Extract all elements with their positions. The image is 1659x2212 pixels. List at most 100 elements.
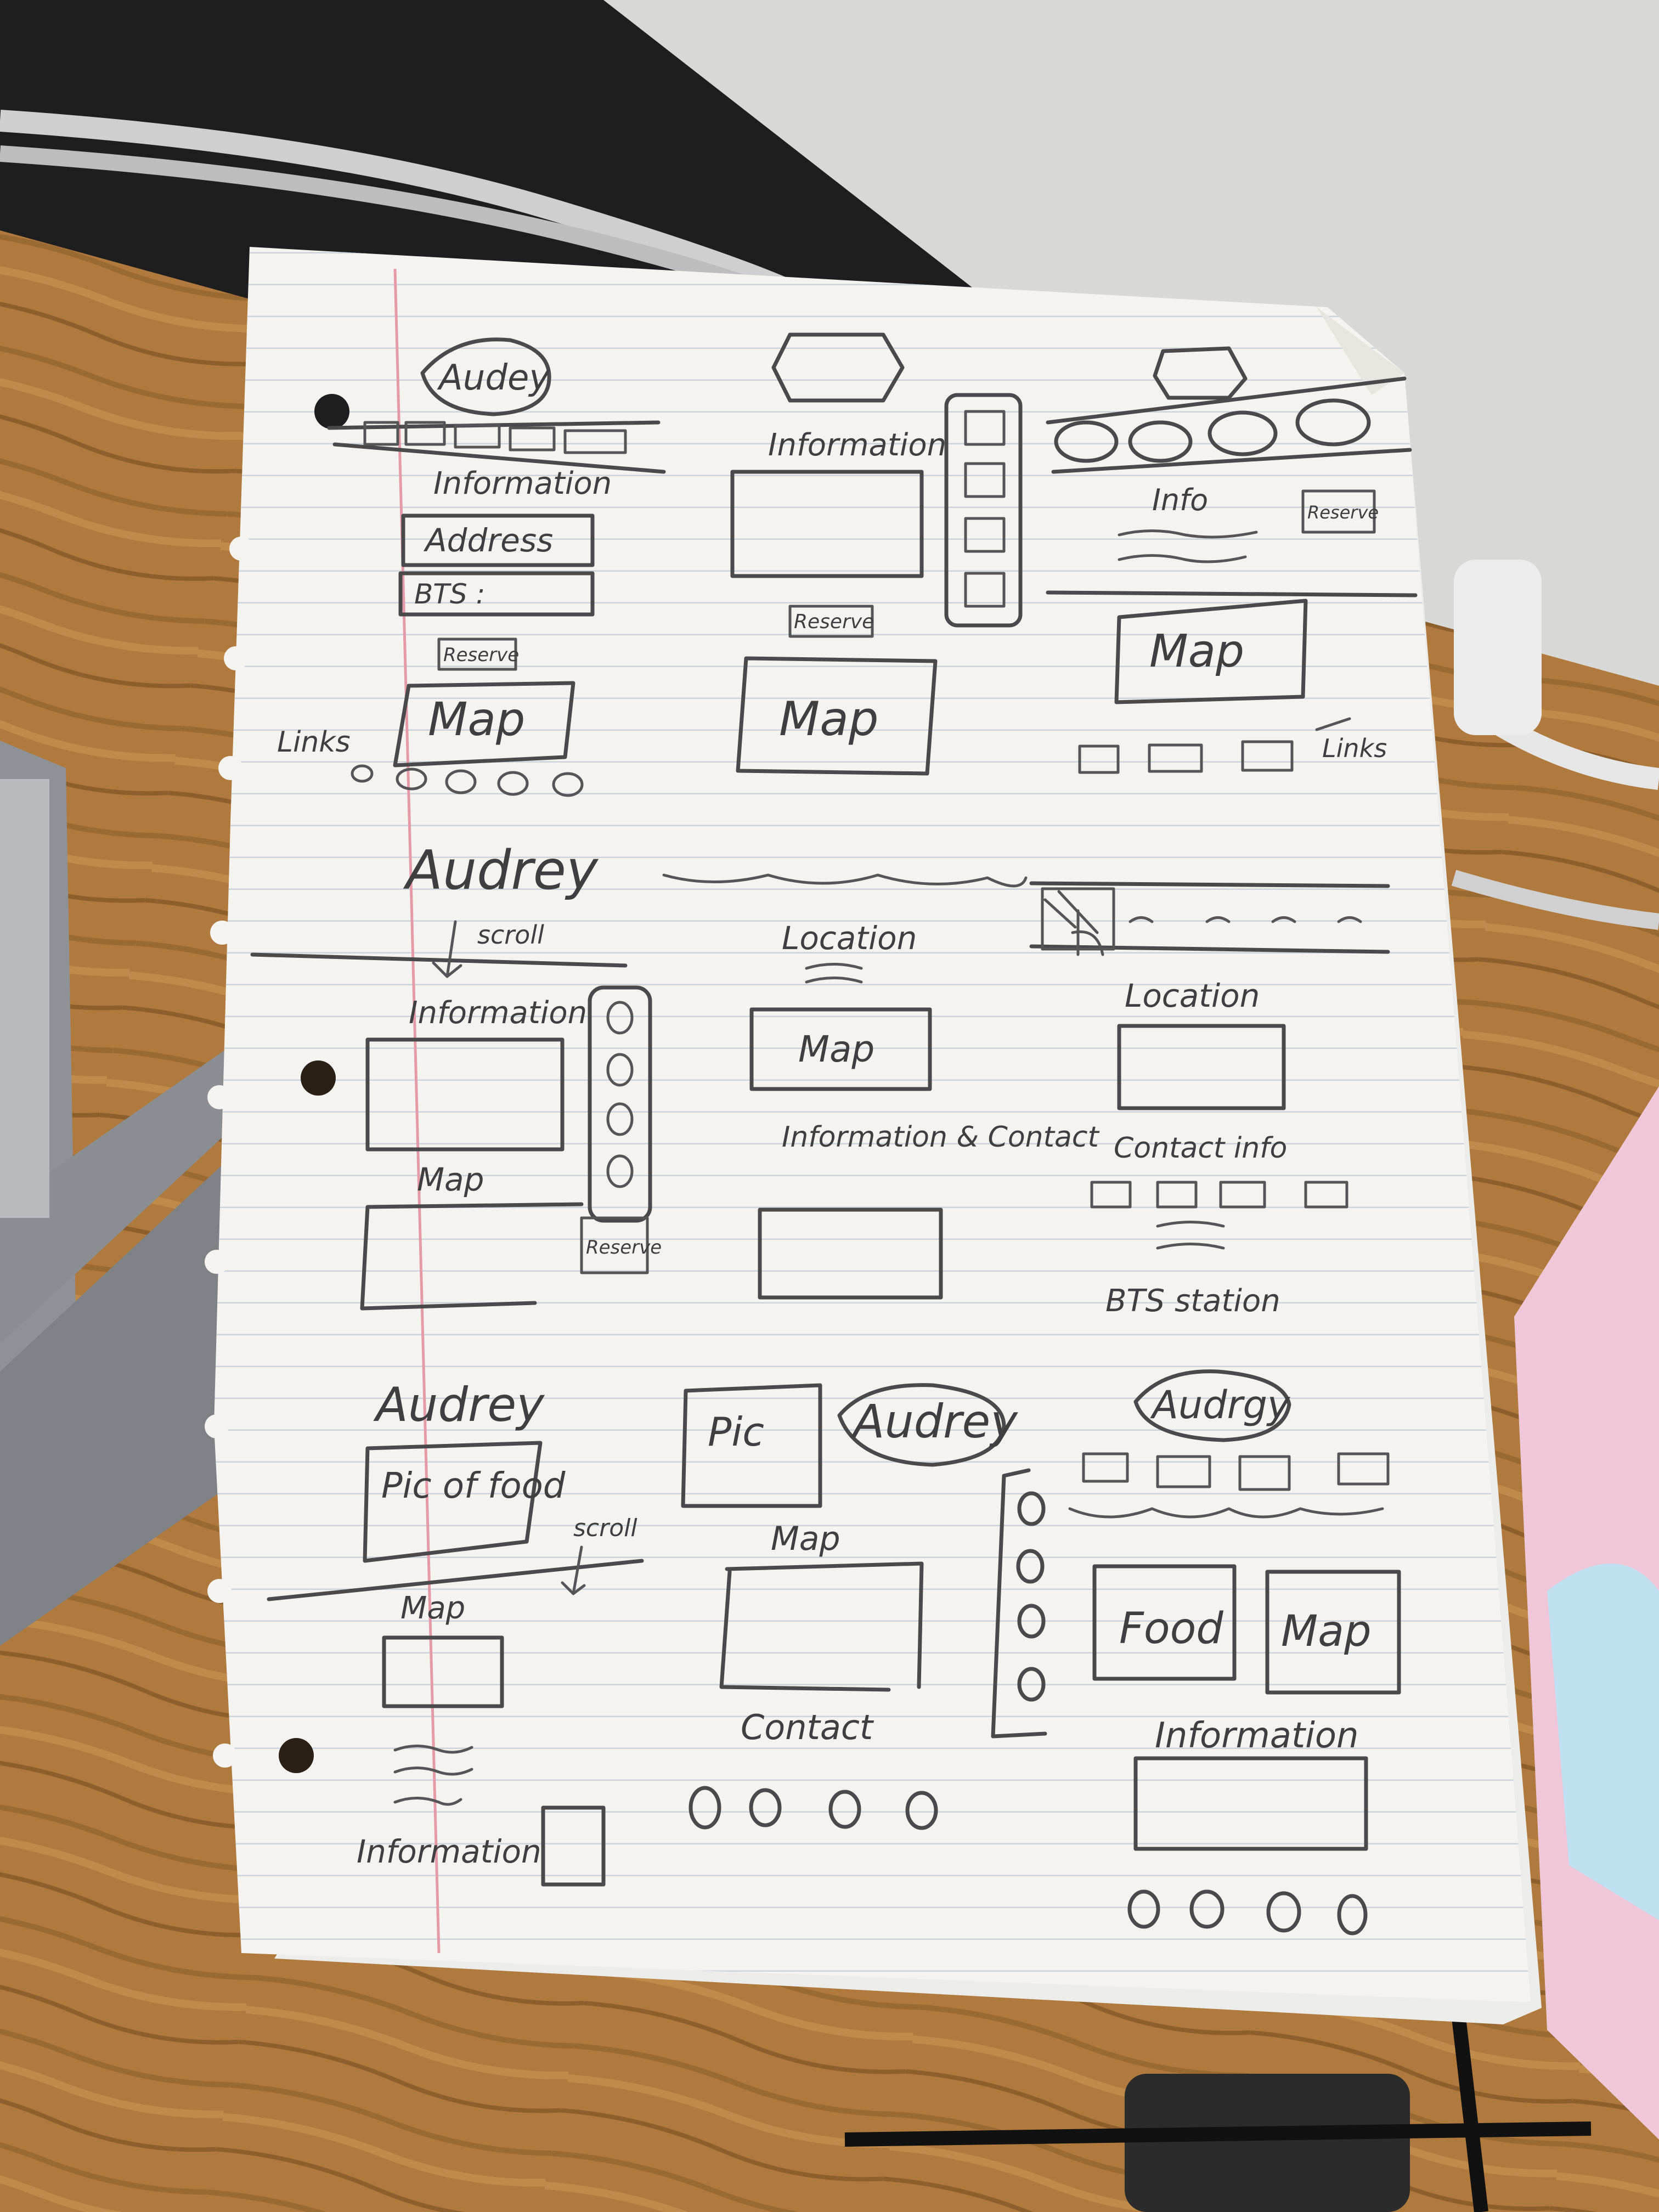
nav-tab <box>563 429 627 454</box>
sketch-4: Audrey scroll Information Map Reserve <box>360 839 662 1311</box>
reserve-button <box>580 1216 649 1274</box>
nav-circle <box>1128 420 1193 463</box>
footer-icon <box>1337 1894 1368 1936</box>
text-squiggle <box>805 963 863 984</box>
map-box <box>393 681 575 768</box>
arrow <box>1315 717 1351 731</box>
brand-text: Audrey <box>373 1378 545 1432</box>
food-picture-label: Pic of food <box>381 1466 566 1506</box>
address-label: Address <box>423 522 553 559</box>
information-box <box>730 470 924 578</box>
laptop-stand-leg <box>0 1152 236 1646</box>
brand-text: Audey <box>437 358 550 398</box>
logo-oval <box>420 337 551 416</box>
divider-line <box>250 952 628 968</box>
logo-oval <box>837 1383 1006 1467</box>
nav-tab <box>1156 1455 1211 1488</box>
reserve-label: Reserve <box>1307 502 1379 523</box>
side-nav-item <box>964 517 1006 553</box>
footer-icon <box>1127 1889 1160 1929</box>
snack-package-art <box>1547 1564 1659 1920</box>
information-label: Information <box>357 1833 541 1870</box>
nav-circle <box>1054 420 1119 463</box>
information-box <box>365 1037 565 1152</box>
reserve-label: Reserve <box>586 1237 662 1259</box>
nav-tab <box>454 424 501 449</box>
side-nav <box>991 1468 1047 1739</box>
food-picture-box <box>363 1441 543 1563</box>
map-label: Map <box>428 692 525 746</box>
contact-icon <box>828 1790 861 1829</box>
text-squiggle <box>393 1745 473 1806</box>
address-box <box>401 514 595 567</box>
footer-icon <box>1266 1891 1301 1933</box>
contact-icon <box>749 1788 782 1827</box>
information-label: Information <box>1155 1716 1359 1756</box>
nav-circle <box>1295 398 1371 447</box>
side-nav-item <box>964 572 1006 608</box>
logo-oval <box>1133 1369 1291 1442</box>
contact-icon <box>1304 1181 1348 1209</box>
side-nav <box>588 985 652 1223</box>
brand-text: Audrgy <box>1150 1383 1291 1427</box>
picture-label: Pic <box>708 1409 764 1455</box>
side-nav-circle <box>606 1154 634 1188</box>
nav-bar-line <box>1051 448 1412 474</box>
nav-tab <box>1238 1455 1291 1491</box>
map-box <box>1265 1570 1401 1695</box>
map-box <box>719 1561 924 1692</box>
sketch-6: Location Contact info BTS station <box>1041 887 1362 1319</box>
punch-hole <box>314 394 349 429</box>
nav-tab <box>1082 1452 1129 1483</box>
reserve-button <box>1301 489 1376 534</box>
nav-tab <box>363 421 399 446</box>
bts-label: BTS : <box>414 578 485 610</box>
map-label: Map <box>771 1520 840 1558</box>
notebook-paper <box>205 247 1531 2002</box>
link-icon <box>445 769 477 794</box>
menu-squiggles <box>1128 916 1362 923</box>
side-nav <box>944 393 1023 628</box>
footer-icon <box>1189 1889 1224 1929</box>
sketch-3: Info Reserve Map Links <box>1046 346 1418 774</box>
sketch-7: Audrey Pic of food scroll Map Informatio… <box>357 1378 637 1887</box>
side-nav-circle <box>1016 1549 1045 1584</box>
text-squiggle <box>1118 554 1247 563</box>
nav-circle <box>1207 410 1278 456</box>
side-nav-circle <box>1017 1667 1046 1702</box>
phone <box>1125 2074 1410 2212</box>
map-label: Map <box>1281 1607 1372 1656</box>
map-box <box>360 1202 584 1311</box>
brand-text: Audrey <box>403 839 599 902</box>
food-box <box>1092 1564 1237 1681</box>
info-contact-box <box>758 1207 943 1300</box>
nav-tab <box>404 421 446 446</box>
logo-hexagon <box>1153 346 1248 400</box>
information-label: Information <box>768 427 946 463</box>
info-contact-label: Information & Contact <box>782 1121 1099 1154</box>
information-label: Information <box>409 995 587 1031</box>
link-box <box>1148 743 1203 773</box>
contact-icon <box>1219 1181 1266 1209</box>
link-icon <box>497 771 529 796</box>
information-box <box>1133 1756 1368 1851</box>
punch-hole <box>301 1060 336 1096</box>
sketch-9: Audrgy Food Map Information <box>991 1369 1401 1936</box>
text-squiggle <box>1118 529 1258 539</box>
sketch-5: Location Map Information & Contact <box>749 919 1099 1300</box>
bts-box <box>398 571 595 617</box>
map-box <box>736 656 938 776</box>
side-nav-circle <box>606 1053 634 1087</box>
map-box <box>1114 599 1308 704</box>
info-label: Info <box>1152 483 1208 517</box>
nav-bar-line <box>1046 376 1407 425</box>
laptop-stand-panel <box>0 779 49 1218</box>
scroll-note: scroll <box>477 920 544 950</box>
map-label: Map <box>798 1028 874 1070</box>
laptop-stand-arm <box>0 1042 236 1344</box>
contact-label: Contact <box>741 1707 874 1747</box>
nav-tab <box>1337 1452 1390 1486</box>
sketch-2: Information Reserve Map <box>730 332 1023 776</box>
contact-icon <box>905 1791 938 1830</box>
